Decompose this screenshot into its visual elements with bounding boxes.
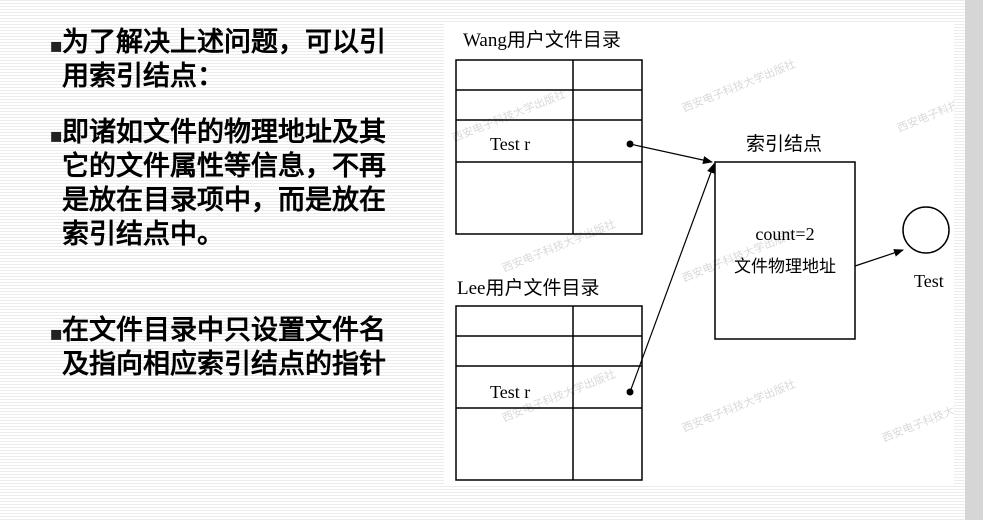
wang-entry-name: Test r bbox=[490, 134, 530, 154]
index-node-address: 文件物理地址 bbox=[734, 257, 836, 277]
watermark-text: 西安电子科技大学出版社 bbox=[680, 376, 797, 434]
lee-directory-title: Lee用户文件目录 bbox=[457, 277, 599, 299]
file-node-label: Test bbox=[914, 271, 944, 291]
paragraph-1: 为了解决上述问题，可以引用索引结点： bbox=[62, 27, 386, 92]
file-pointer-arrow bbox=[854, 249, 904, 267]
bullet-icon: ▪ bbox=[49, 123, 63, 147]
watermark-text: 西安电子科技大学出版社 bbox=[880, 386, 954, 444]
file-node-circle bbox=[902, 206, 950, 254]
bullet-icon: ▪ bbox=[49, 321, 63, 345]
wang-directory-table bbox=[455, 59, 643, 235]
watermark-text: 西安电子科技大学出版社 bbox=[680, 56, 797, 114]
index-node-diagram: 西安电子科技大学出版社 西安电子科技大学出版社 西安电子科技大学出版社 西安电子… bbox=[444, 22, 954, 484]
lee-entry-name: Test r bbox=[490, 382, 530, 402]
index-node-box bbox=[714, 161, 856, 340]
slide-text-column: ▪ 为了解决上述问题，可以引用索引结点： ▪ 即诸如文件的物理地址及其它的文件属… bbox=[0, 0, 440, 520]
watermark-text: 西安电子科技大学出版社 bbox=[500, 216, 617, 274]
watermark-text: 西安电子科技大学出版社 bbox=[895, 76, 954, 134]
bullet-icon: ▪ bbox=[49, 33, 63, 57]
wang-directory-title: Wang用户文件目录 bbox=[463, 29, 621, 51]
wang-pointer-arrow bbox=[629, 143, 713, 164]
index-node-count: count=2 bbox=[755, 224, 814, 244]
index-node-title: 索引结点 bbox=[746, 133, 822, 155]
lee-pointer-arrow bbox=[629, 163, 715, 393]
scrollbar-track[interactable] bbox=[965, 0, 983, 520]
paragraph-3: 在文件目录中只设置文件名及指向相应索引结点的指针 bbox=[62, 315, 386, 380]
lee-directory-table bbox=[455, 305, 643, 481]
paragraph-2: 即诸如文件的物理地址及其它的文件属性等信息，不再是放在目录项中，而是放在索引结点… bbox=[62, 117, 386, 250]
